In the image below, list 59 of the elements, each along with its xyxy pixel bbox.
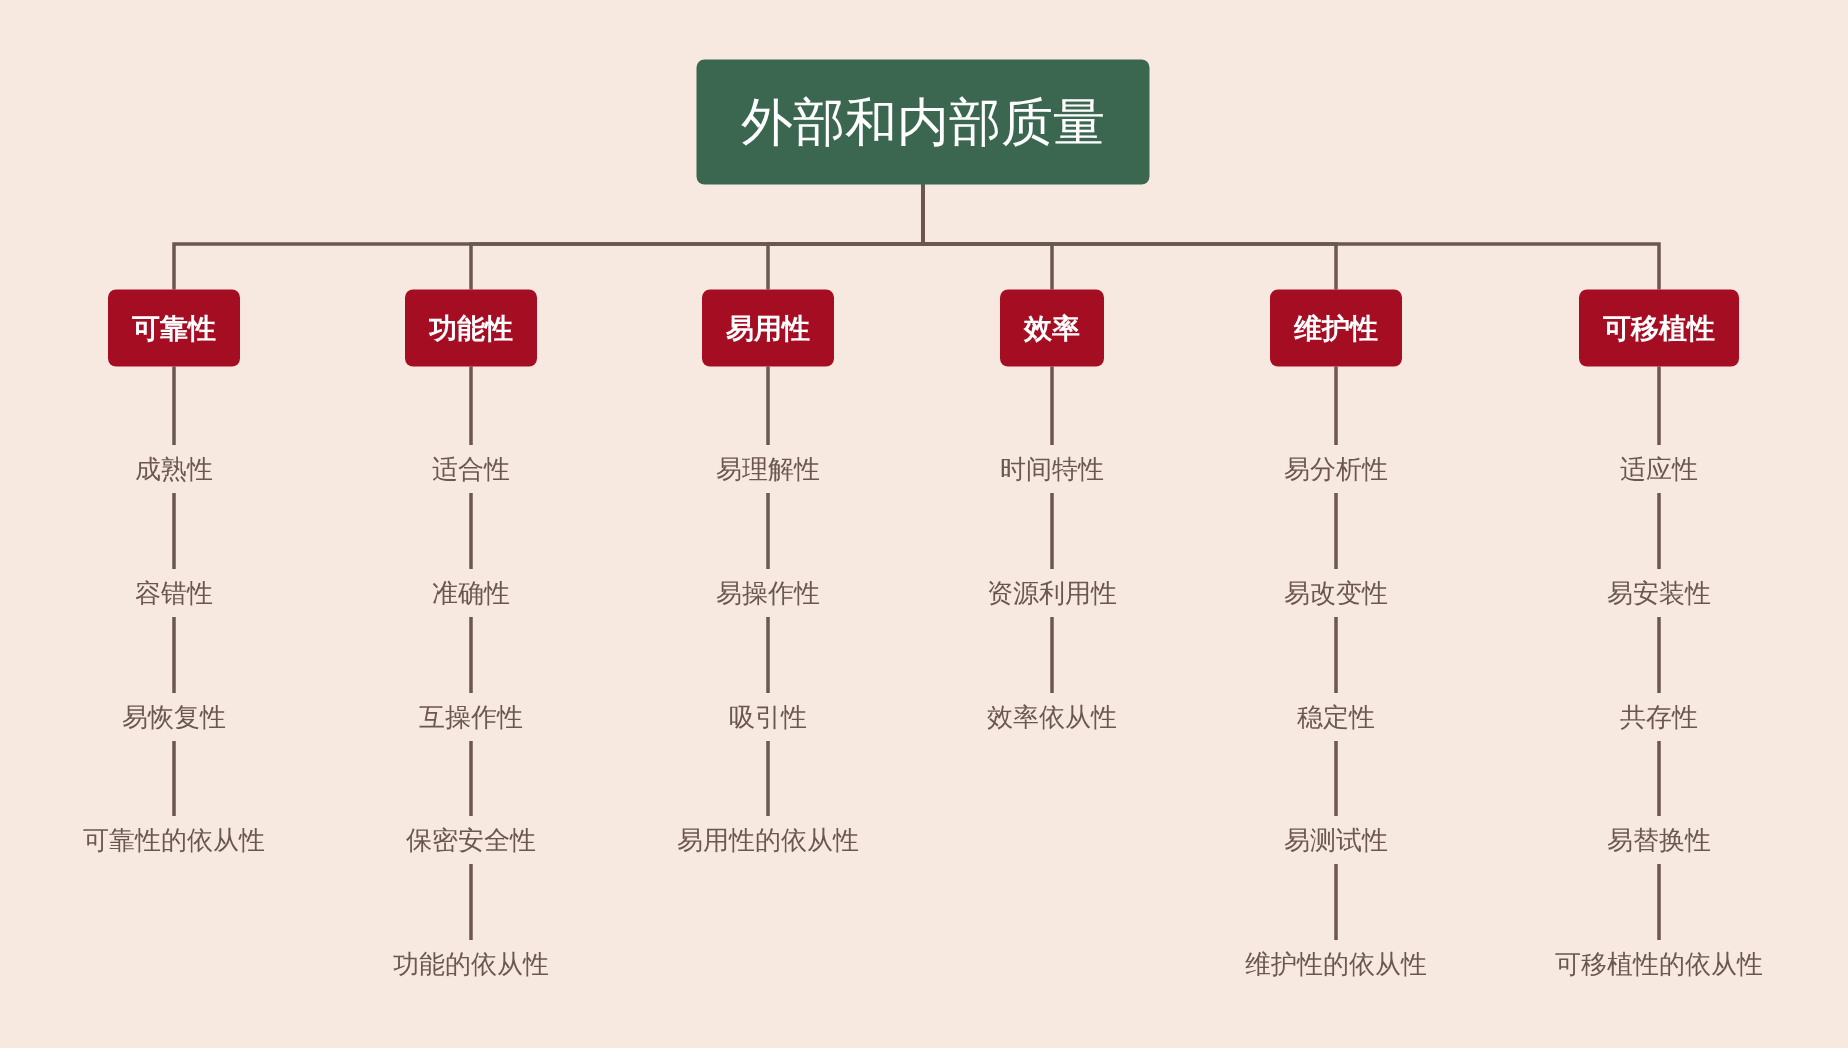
attribute-text: 易测试性 xyxy=(1284,824,1388,856)
attribute-text: 适应性 xyxy=(1620,453,1698,485)
attribute-text: 保密安全性 xyxy=(406,824,536,856)
attribute-text: 易恢复性 xyxy=(122,701,226,733)
attribute-text: 时间特性 xyxy=(1000,453,1104,485)
attribute-text: 维护性的依从性 xyxy=(1245,948,1427,980)
attribute-text: 易理解性 xyxy=(716,453,820,485)
connector-line xyxy=(1050,617,1054,693)
connector-line xyxy=(172,741,176,816)
connector-line xyxy=(766,366,770,445)
attribute-text: 可移植性的依从性 xyxy=(1555,948,1763,980)
connector-line xyxy=(766,741,770,816)
connector-line xyxy=(1657,366,1661,445)
attribute-text: 适合性 xyxy=(432,453,510,485)
attribute-text: 功能的依从性 xyxy=(393,948,549,980)
attribute-text: 资源利用性 xyxy=(987,577,1117,609)
connector-line xyxy=(172,366,176,445)
attribute-text: 效率依从性 xyxy=(987,701,1117,733)
connector-line xyxy=(1050,366,1054,445)
connector-line xyxy=(469,617,473,693)
connector-line xyxy=(1334,493,1338,569)
connector-line xyxy=(469,493,473,569)
category-box: 维护性 xyxy=(1270,289,1402,367)
attribute-text: 共存性 xyxy=(1620,701,1698,733)
attribute-text: 易改变性 xyxy=(1284,577,1388,609)
category-box: 可靠性 xyxy=(108,289,240,367)
connector-line xyxy=(469,864,473,940)
connector-line xyxy=(1657,617,1661,693)
connector-line xyxy=(1334,366,1338,445)
connector-line xyxy=(469,741,473,816)
connector-line xyxy=(1657,493,1661,569)
connector-line xyxy=(1334,741,1338,816)
category-box: 效率 xyxy=(1000,289,1104,367)
attribute-text: 吸引性 xyxy=(729,701,807,733)
connector-line xyxy=(766,493,770,569)
attribute-text: 成熟性 xyxy=(135,453,213,485)
connector-line xyxy=(1657,864,1661,940)
connector-line xyxy=(1657,741,1661,816)
attribute-text: 容错性 xyxy=(135,577,213,609)
title-box: 外部和内部质量 xyxy=(696,59,1150,185)
connector-line xyxy=(766,617,770,693)
attribute-text: 互操作性 xyxy=(419,701,523,733)
connector-line xyxy=(469,366,473,445)
attribute-text: 稳定性 xyxy=(1297,701,1375,733)
connector-line xyxy=(1334,864,1338,940)
attribute-text: 准确性 xyxy=(432,577,510,609)
attribute-text: 易替换性 xyxy=(1607,824,1711,856)
connector-line xyxy=(1334,617,1338,693)
attribute-text: 易操作性 xyxy=(716,577,820,609)
attribute-text: 易分析性 xyxy=(1284,453,1388,485)
attribute-text: 可靠性的依从性 xyxy=(83,824,265,856)
connector-line xyxy=(172,493,176,569)
attribute-text: 易用性的依从性 xyxy=(677,824,859,856)
connector-line xyxy=(1050,493,1054,569)
category-box: 可移植性 xyxy=(1579,289,1739,367)
connector-line xyxy=(172,617,176,693)
category-box: 功能性 xyxy=(405,289,537,367)
attribute-text: 易安装性 xyxy=(1607,577,1711,609)
category-box: 易用性 xyxy=(702,289,834,367)
